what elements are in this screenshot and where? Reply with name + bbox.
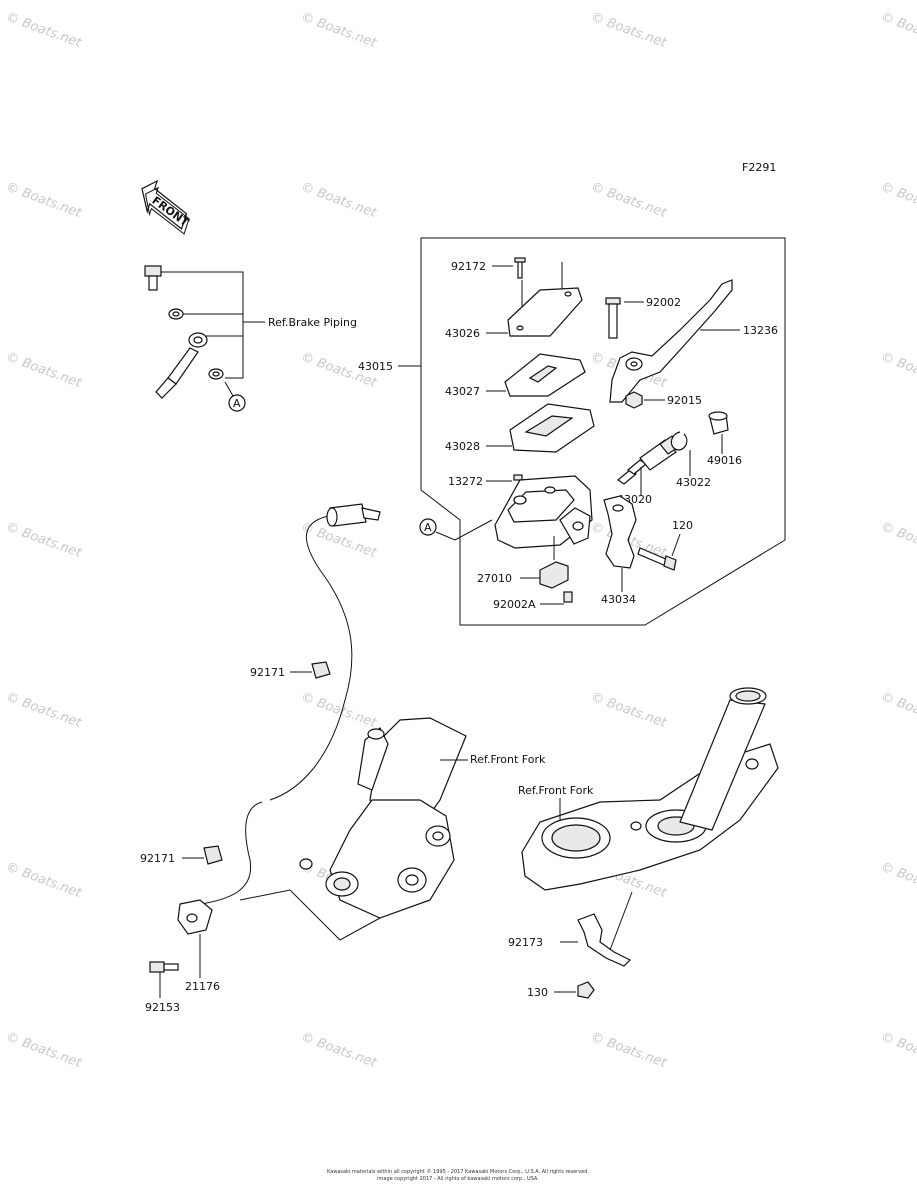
small-screw-icon <box>513 474 523 481</box>
watermark-text: © Boats.net <box>4 10 85 52</box>
callout-a-label-2: A <box>424 521 432 534</box>
watermark-text: © Boats.net <box>4 350 85 392</box>
wheel-sensor-icon <box>177 899 213 935</box>
brake-lever-icon <box>609 279 733 403</box>
watermark-text: © Boats.net <box>4 520 85 562</box>
ref-front-fork-2: Ref.Front Fork <box>518 784 594 797</box>
watermark-text: © Boats.net <box>299 180 380 222</box>
master-cylinder-body-icon <box>494 475 593 549</box>
label-92002: 92002 <box>646 296 681 309</box>
watermark-text: © Boats.net <box>4 860 85 902</box>
diagram-code: F2291 <box>742 161 776 174</box>
label-43022: 43022 <box>676 476 711 489</box>
label-43015: 43015 <box>358 360 393 373</box>
connector-icon <box>326 503 381 527</box>
ref-brake-piping: Ref.Brake Piping <box>268 316 357 329</box>
cable-clip-icon <box>203 845 223 865</box>
footer-copyright: Kawasaki materials within all copyright … <box>327 1168 589 1175</box>
clamp-icon <box>603 495 637 569</box>
front-fork-lower-icon <box>239 717 467 941</box>
label-49016: 49016 <box>707 454 742 467</box>
watermark-text: © Boats.net <box>299 690 380 732</box>
circlip-icon <box>670 431 688 451</box>
label-27010: 27010 <box>477 572 512 585</box>
sensor-cable: 92171 92171 21176 92153 <box>140 503 381 1014</box>
callout-a-circle <box>228 394 246 412</box>
label-13272: 13272 <box>448 475 483 488</box>
label-120: 120 <box>672 519 693 532</box>
watermark-text: © Boats.net <box>299 1030 380 1072</box>
label-92153: 92153 <box>145 1001 180 1014</box>
clamp-bolt-icon <box>637 547 677 571</box>
callout-a-label: A <box>233 397 241 410</box>
label-92172: 92172 <box>451 260 486 273</box>
ref-front-fork-1: Ref.Front Fork <box>470 753 546 766</box>
watermark-text: © Boats.net <box>589 1030 670 1072</box>
bracket-icon <box>577 913 632 967</box>
watermark-text: © Boats.net <box>879 1030 917 1072</box>
label-92171-a: 92171 <box>250 666 285 679</box>
label-92173: 92173 <box>508 936 543 949</box>
banjo-bolt-icon <box>144 265 162 291</box>
master-cylinder-assembly: 43015 A 92172 43026 43027 43028 <box>358 237 786 626</box>
watermark-text: © Boats.net <box>879 860 917 902</box>
watermark-text: © Boats.net <box>879 350 917 392</box>
watermark-text: © Boats.net <box>879 690 917 732</box>
watermark-text: © Boats.net <box>879 520 917 562</box>
brake-switch-icon <box>539 561 569 589</box>
label-43027: 43027 <box>445 385 480 398</box>
watermark-text: © Boats.net <box>4 180 85 222</box>
label-21176: 21176 <box>185 980 220 993</box>
watermark-text: © Boats.net <box>589 690 670 732</box>
watermark-text: © Boats.net <box>4 1030 85 1072</box>
bolt-icon <box>577 981 595 999</box>
nut-icon <box>625 391 643 409</box>
callout-a-circle <box>419 518 437 536</box>
watermark-text: © Boats.net <box>589 180 670 222</box>
pivot-bolt-icon <box>605 297 621 339</box>
piston-assembly-icon <box>616 435 681 485</box>
footer-line2: image copyright 2017 - All rights of kaw… <box>377 1176 539 1182</box>
label-92015: 92015 <box>667 394 702 407</box>
label-92171-b: 92171 <box>140 852 175 865</box>
label-43026: 43026 <box>445 327 480 340</box>
watermark-text: © Boats.net <box>879 180 917 222</box>
cable-clip-icon <box>311 661 331 679</box>
screw-icon <box>514 257 526 279</box>
label-13236: 13236 <box>743 324 778 337</box>
watermark-text: © Boats.net <box>879 10 917 52</box>
watermark-text: © Boats.net <box>299 10 380 52</box>
brake-piping-group: A Ref.Brake Piping <box>144 265 357 412</box>
hose-fitting-icon <box>155 332 208 399</box>
watermark-text: © Boats.net <box>589 10 670 52</box>
reservoir-cap-icon <box>507 287 583 337</box>
label-130: 130 <box>527 986 548 999</box>
screw-icon <box>563 591 573 603</box>
label-43034: 43034 <box>601 593 636 606</box>
boot-icon <box>708 411 729 435</box>
label-43028: 43028 <box>445 440 480 453</box>
front-arrow-icon: FRONT <box>141 179 192 235</box>
label-92002A: 92002A <box>493 598 536 611</box>
sensor-bolt-icon <box>149 961 179 973</box>
steering-stem-icon <box>521 687 779 891</box>
watermark-text: © Boats.net <box>4 690 85 732</box>
